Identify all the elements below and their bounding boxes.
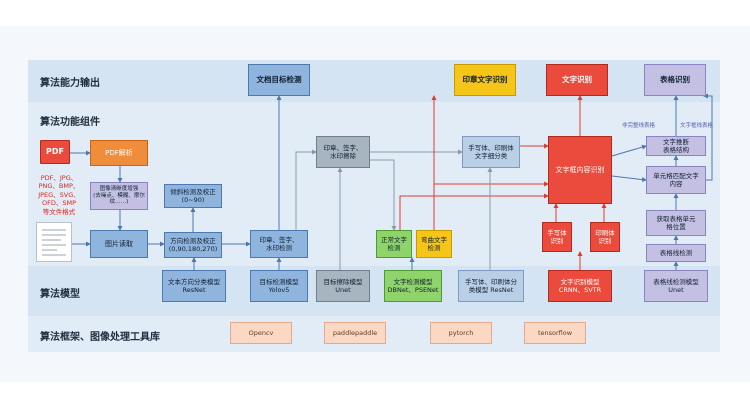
file-types-label: PDF、JPG、 PNG、BMP、 JPEG、SVG、 OFD、SMP 等文件格…	[38, 174, 80, 216]
output-doc-detect: 文档目标检测	[248, 64, 310, 96]
model-target-detect: 目标检测模型 Yolov5	[250, 270, 308, 302]
node-print-recog: 印刷体 识别	[590, 222, 620, 252]
pdf-file-icon: PDF	[40, 140, 70, 164]
node-text-box-recog: 文字框内容识别	[548, 136, 612, 204]
node-cell-position: 获取表格单元 格位置	[646, 210, 706, 236]
output-table-recog: 表格识别	[644, 64, 706, 96]
node-image-read: 图片读取	[90, 230, 148, 258]
band-label-components: 算法功能组件	[40, 117, 100, 128]
node-straight-text: 正常文字 检测	[376, 230, 412, 258]
node-curved-text: 弯曲文字 检测	[416, 230, 452, 258]
model-erase: 目标擦除模型 Unet	[316, 270, 370, 302]
node-direction-correct: 方向检测及校正 (0,90,180,270)	[164, 232, 222, 258]
annotation-incomplete-table: 非完整线表格	[622, 123, 656, 129]
band-label-frameworks: 算法框架、图像处理工具库	[40, 332, 160, 343]
model-text-recog: 文字识别模型 CRNN、SVTR	[548, 270, 612, 302]
framework-paddlepaddle: paddlepaddle	[324, 322, 386, 344]
framework-tensorflow: tensorflow	[524, 322, 586, 344]
model-text-detect: 文字检测模型 DBNet、PSENet	[384, 270, 442, 302]
node-table-line-detect: 表格线检测	[646, 244, 706, 262]
output-text-recog: 文字识别	[546, 64, 608, 96]
framework-opencv: Opencv	[230, 322, 292, 344]
model-direction-cls: 文本方向分类模型 ResNet	[162, 270, 226, 302]
node-seal-sign-detect: 印章、签字、 水印检测	[250, 230, 308, 258]
band-label-output: 算法能力输出	[40, 78, 100, 89]
model-table-line: 表格线检测模型 Unet	[644, 270, 708, 302]
model-hand-print: 手写体、印刷体分 类模型 ResNet	[458, 270, 524, 302]
scanned-document-icon	[36, 222, 72, 262]
node-pdf-parse: PDF解析	[90, 140, 148, 166]
node-handwriting-recog: 手写体 识别	[542, 222, 572, 252]
node-skew-correct: 倾斜检测及校正 (0~90)	[164, 184, 222, 208]
output-seal-text-recog: 印章文字识别	[454, 64, 516, 96]
node-hand-print-classify: 手写体、印刷体 文字细分类	[462, 136, 520, 168]
document-lines-icon	[42, 229, 66, 256]
node-image-enhance: 图像清晰度增强 (去噪点、模糊、摩尔纹……)	[90, 182, 148, 210]
node-seal-sign-remove: 印章、签字、 水印擦除	[316, 136, 370, 168]
node-cell-match: 单元格匹配文字 内容	[646, 166, 706, 194]
annotation-complete-table: 文字框线表格	[680, 123, 714, 129]
node-table-struct: 文字推断 表格结构	[646, 136, 706, 156]
band-label-models: 算法模型	[40, 289, 80, 300]
framework-pytorch: pytorch	[430, 322, 492, 344]
